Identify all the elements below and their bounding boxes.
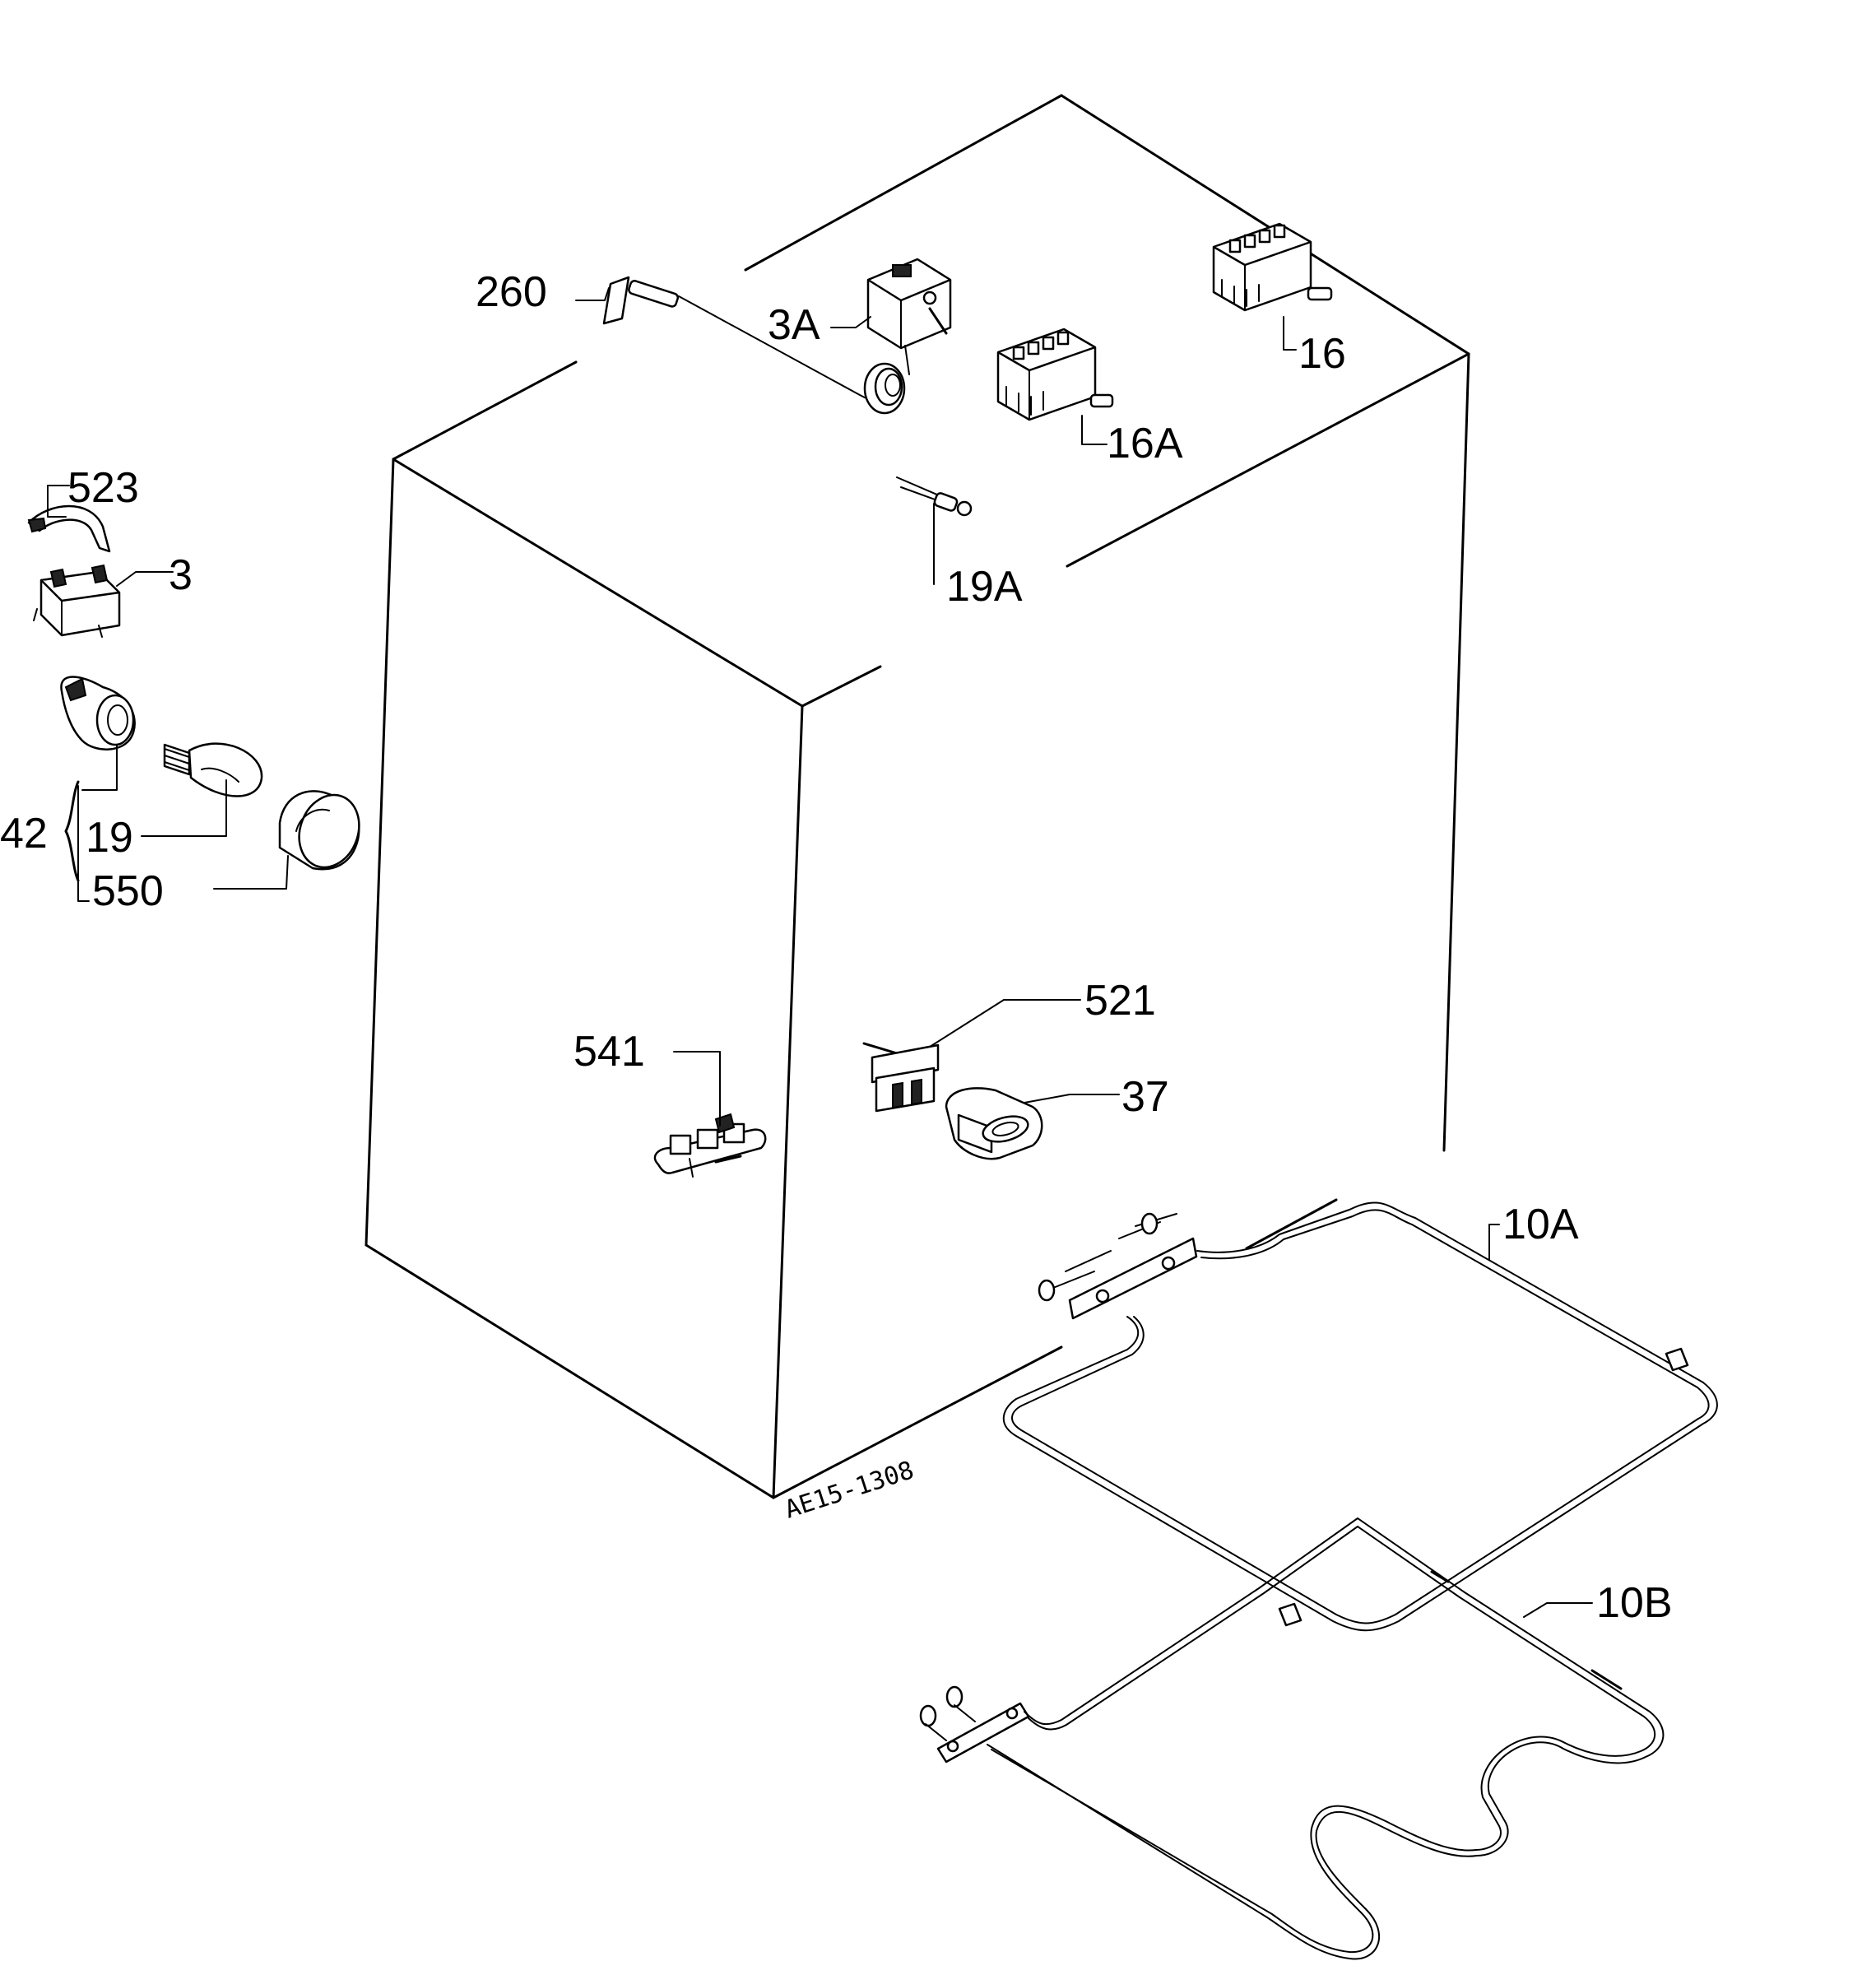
indicator-lamp-part xyxy=(896,476,973,517)
clip-part xyxy=(27,504,111,553)
part-label-3A: 3A xyxy=(768,301,820,349)
thermostat-probe-part xyxy=(602,276,901,403)
upper-heating-element-part xyxy=(1002,1201,1718,1632)
selector-switch-part xyxy=(1212,222,1333,312)
part-label-16A: 16A xyxy=(1107,420,1183,467)
part-label-42: 42 xyxy=(0,810,48,857)
part-label-523: 523 xyxy=(67,464,139,512)
part-label-37: 37 xyxy=(1121,1073,1169,1121)
part-label-521: 521 xyxy=(1084,977,1156,1025)
cable-grommet-part xyxy=(945,1087,1043,1160)
part-label-3: 3 xyxy=(169,551,193,599)
lamp-socket-part xyxy=(60,676,136,750)
part-label-550: 550 xyxy=(92,867,164,915)
lamp-cover-part xyxy=(278,790,360,871)
door-switch-part xyxy=(862,1042,940,1113)
thermostat-part xyxy=(863,258,952,415)
terminal-block-part xyxy=(653,1113,767,1178)
part-label-19A: 19A xyxy=(946,563,1023,611)
oven-cabinet-outline xyxy=(365,94,1470,1499)
selector-switch-part xyxy=(996,328,1114,421)
leader-lines xyxy=(47,287,1593,1618)
lamp-holder-part xyxy=(33,564,121,638)
lamp-bulb-part xyxy=(163,742,263,797)
part-label-19: 19 xyxy=(86,814,133,862)
part-label-10A: 10A xyxy=(1502,1201,1579,1248)
part-label-10B: 10B xyxy=(1596,1579,1673,1627)
part-label-260: 260 xyxy=(476,268,547,316)
part-label-541: 541 xyxy=(573,1028,645,1076)
lower-heating-element-part xyxy=(919,1517,1665,1960)
part-label-16: 16 xyxy=(1298,330,1346,378)
drawing-reference-code: AE15-1308 xyxy=(782,1456,917,1525)
